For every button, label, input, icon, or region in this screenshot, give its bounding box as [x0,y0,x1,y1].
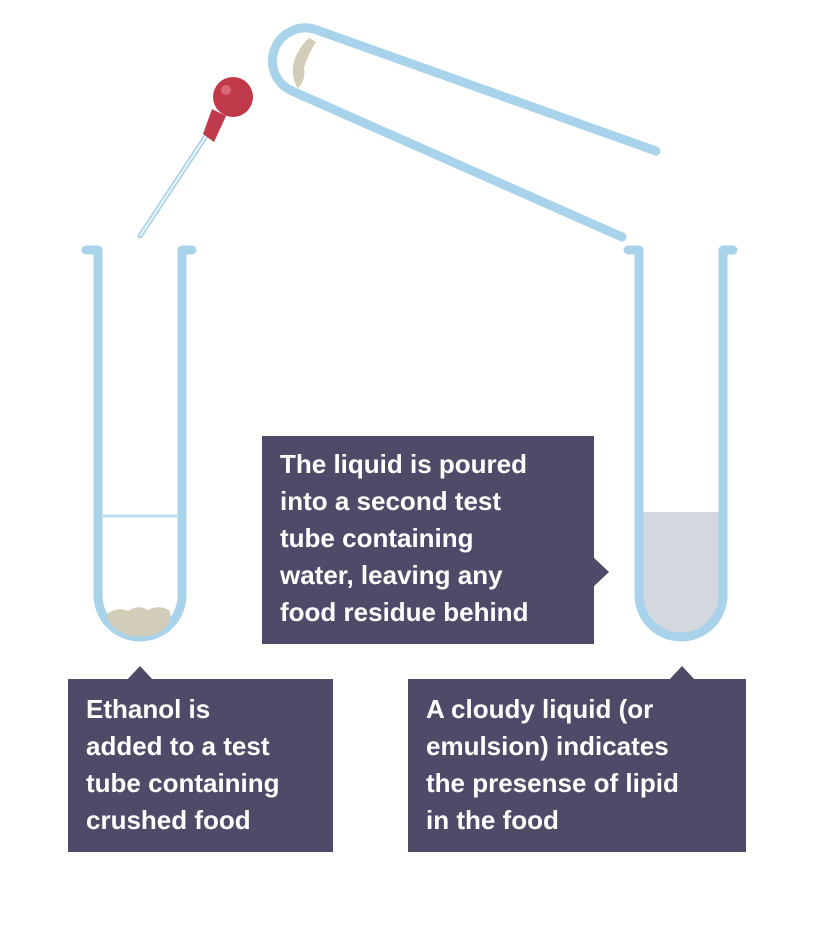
tilted-tube-residue [292,38,316,88]
pipette-neck [203,109,226,142]
pour-callout: The liquid is poured into a second test … [262,436,594,644]
ethanol-callout: Ethanol is added to a test tube containi… [68,679,333,852]
tilted-test-tube [268,23,661,242]
right-test-tube [623,245,738,642]
ethanol-callout-text: Ethanol is added to a test tube containi… [86,694,280,835]
tilted-tube-glass [268,23,661,242]
cloudy-callout-pointer [668,666,696,681]
pour-callout-text: The liquid is poured into a second test … [280,449,529,627]
left-test-tube [81,245,197,642]
left-tube-glass [81,245,197,642]
ethanol-callout-pointer [126,666,154,681]
cloudy-callout: A cloudy liquid (or emulsion) indicates … [408,679,746,852]
pour-callout-pointer [592,556,609,588]
right-tube-glass [623,245,738,642]
pipette-bulb [213,77,253,117]
pipette [137,77,253,239]
cloudy-callout-text: A cloudy liquid (or emulsion) indicates … [426,694,679,835]
crushed-food-residue [107,607,171,637]
cloudy-liquid [643,512,720,634]
